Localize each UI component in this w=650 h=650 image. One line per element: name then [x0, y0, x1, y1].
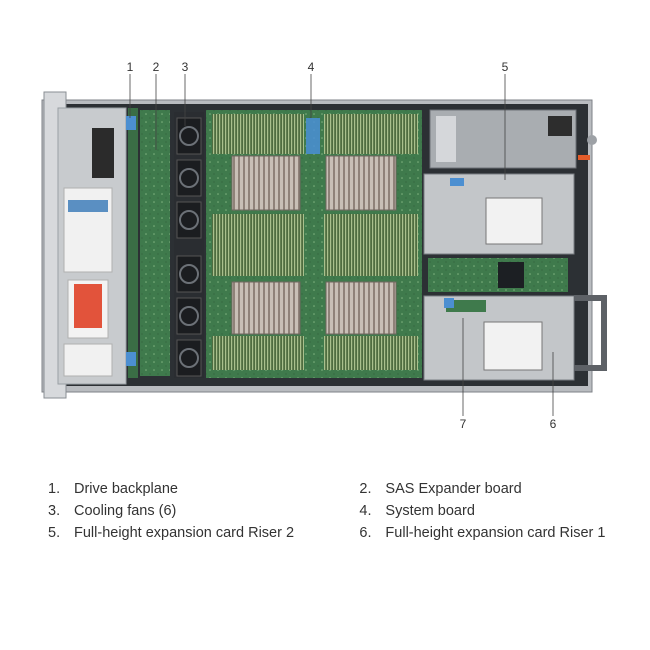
legend-number: 5. [48, 525, 61, 541]
sas-expander-board [140, 110, 170, 376]
fan-blade-icon [179, 348, 199, 368]
legend-item: 1. Drive backplane [48, 481, 359, 497]
leader-lines [129, 74, 554, 416]
legend-label: Full-height expansion card Riser 1 [385, 525, 606, 541]
callout-2: 2 [153, 60, 160, 74]
fan-blade-icon [179, 210, 199, 230]
backplane-clip-icon [126, 116, 136, 130]
legend-row: 3. Cooling fans (6) 4. System board [48, 500, 638, 522]
callout-3: 3 [182, 60, 189, 74]
callout-1: 1 [127, 60, 134, 74]
legend-label: Drive backplane [74, 481, 178, 497]
backplane-clip-icon [126, 352, 136, 366]
fan-blade-icon [179, 306, 199, 326]
dimm-banks [212, 114, 418, 370]
legend-item: 5. Full-height expansion card Riser 2 [48, 525, 359, 541]
legend-number: 3. [48, 503, 61, 519]
callout-4: 4 [308, 60, 315, 74]
legend-item: 4. System board [359, 503, 638, 519]
legend-label: SAS Expander board [385, 481, 522, 497]
power-supply-units [429, 109, 597, 169]
riser-2-expansion-card [423, 173, 575, 255]
cpu-heatsinks [231, 155, 397, 335]
legend-item: 3. Cooling fans (6) [48, 503, 359, 519]
callout-7: 7 [460, 417, 467, 431]
legend-row: 1. Drive backplane 2. SAS Expander board [48, 478, 638, 500]
legend-number: 2. [359, 481, 372, 497]
riser-1-expansion-card [423, 295, 607, 381]
drive-backplane [128, 108, 138, 378]
legend-number: 6. [359, 525, 372, 541]
server-top-view-diagram: 1 2 3 4 5 7 6 [41, 60, 607, 431]
legend-label: Cooling fans (6) [74, 503, 177, 519]
cooling-fan-assembly [174, 112, 204, 378]
front-bezel-drive-bay [43, 91, 127, 399]
legend-number: 4. [359, 503, 372, 519]
legend-label: Full-height expansion card Riser 2 [74, 525, 295, 541]
blue-tab-icon [306, 118, 320, 154]
callout-5: 5 [502, 60, 509, 74]
legend-label: System board [385, 503, 475, 519]
legend-row: 5. Full-height expansion card Riser 2 6.… [48, 522, 638, 544]
callout-6: 6 [550, 417, 557, 431]
legend-number: 1. [48, 481, 61, 497]
legend-item: 6. Full-height expansion card Riser 1 [359, 525, 638, 541]
fan-blade-icon [179, 264, 199, 284]
rear-connector-icon [498, 262, 524, 288]
fan-blade-icon [179, 168, 199, 188]
fan-blade-icon [179, 126, 199, 146]
component-legend: 1. Drive backplane 2. SAS Expander board… [48, 478, 638, 544]
legend-item: 2. SAS Expander board [359, 481, 638, 497]
